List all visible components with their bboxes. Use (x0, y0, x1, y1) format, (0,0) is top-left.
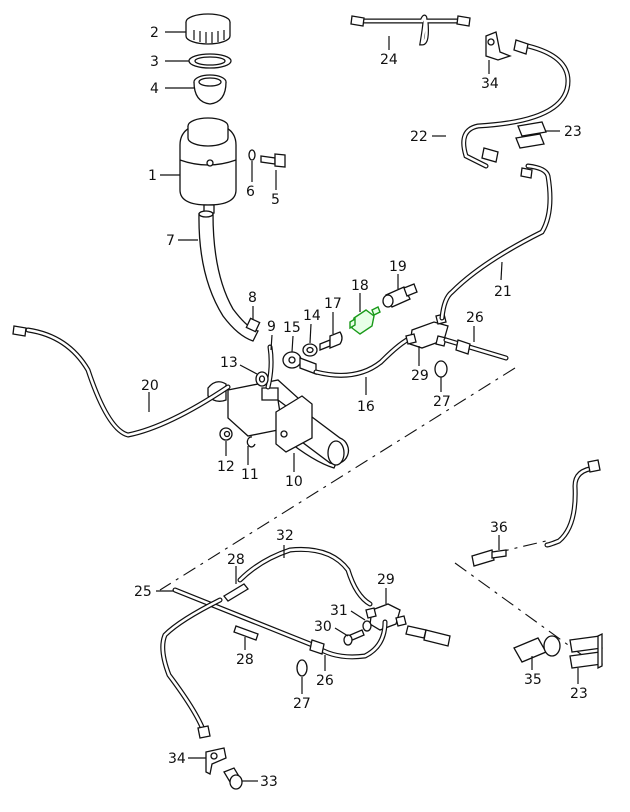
washer-11[interactable] (246, 436, 256, 448)
feed-tube-9[interactable] (265, 344, 274, 390)
label-part-2: 2 (150, 25, 159, 41)
label-part-9: 9 (267, 319, 276, 335)
label-part-18: 18 (351, 278, 369, 294)
brake-line-25[interactable] (172, 587, 318, 649)
label-part-11: 11 (241, 467, 259, 483)
bleeder-36[interactable] (471, 549, 507, 567)
protective-sleeve-28-upper[interactable] (223, 583, 249, 602)
bracket-34-lower[interactable] (205, 747, 227, 775)
label-part-22: 22 (410, 129, 428, 145)
label-part-1: 1 (148, 168, 157, 184)
label-part-17: 17 (324, 296, 342, 312)
t-fitting-29-upper[interactable] (405, 313, 449, 349)
master-cylinder[interactable] (207, 379, 350, 469)
spring-clip-23-lower[interactable] (569, 632, 603, 670)
brake-hose-22[interactable] (461, 39, 571, 169)
label-part-34-upper: 34 (481, 76, 499, 92)
label-part-36: 36 (490, 520, 508, 536)
label-part-32: 32 (276, 528, 294, 544)
washer-6[interactable] (248, 149, 256, 161)
label-part-19: 19 (389, 259, 407, 275)
union-nut-26-upper[interactable] (443, 337, 509, 361)
bracket-34-upper[interactable] (485, 31, 512, 61)
washer-31[interactable] (362, 620, 372, 632)
clip-27-upper[interactable] (434, 360, 448, 378)
label-part-26-lower: 26 (316, 673, 334, 689)
strainer-insert[interactable] (193, 74, 227, 105)
brake-line-21[interactable] (439, 163, 553, 321)
label-part-20: 20 (141, 378, 159, 394)
reservoir-cap[interactable] (185, 13, 231, 45)
sealing-washer-13[interactable] (255, 371, 269, 387)
bolt-30[interactable] (343, 629, 365, 646)
label-part-7: 7 (166, 233, 175, 249)
label-part-29-lower: 29 (377, 572, 395, 588)
seal-ring[interactable] (188, 53, 232, 69)
brake-line-16[interactable] (313, 335, 414, 378)
callouts: 2 3 4 1 6 5 7 8 9 15 14 17 18 19 13 20 1… (134, 25, 588, 790)
label-part-27-upper: 27 (433, 394, 451, 410)
brake-line-24[interactable] (350, 14, 471, 46)
brake-line-20[interactable] (12, 325, 231, 438)
banjo-fitting-15[interactable] (282, 351, 317, 375)
label-part-35: 35 (524, 672, 542, 688)
brake-light-switch-18[interactable] (349, 306, 381, 335)
brake-line-32[interactable] (237, 546, 373, 607)
label-part-21: 21 (494, 284, 512, 300)
washer-14[interactable] (302, 343, 318, 357)
label-part-12: 12 (217, 459, 235, 475)
label-part-23-lower: 23 (570, 686, 588, 702)
label-part-23-upper: 23 (564, 124, 582, 140)
label-part-24: 24 (380, 52, 398, 68)
hose-clamp-8[interactable] (245, 317, 261, 333)
label-part-8: 8 (248, 290, 257, 306)
label-part-3: 3 (150, 54, 159, 70)
reference-line-upper (159, 367, 516, 591)
banjo-bolt-17[interactable] (319, 331, 343, 351)
boot-19[interactable] (382, 283, 418, 308)
label-part-10: 10 (285, 474, 303, 490)
label-part-33: 33 (260, 774, 278, 790)
union-33[interactable] (223, 767, 243, 790)
connector-35[interactable] (513, 635, 561, 663)
label-part-28-lower: 28 (236, 652, 254, 668)
label-part-6: 6 (246, 184, 255, 200)
nut-12[interactable] (219, 427, 233, 441)
label-part-25: 25 (134, 584, 152, 600)
brake-line-lower-left[interactable] (160, 597, 223, 739)
label-part-27-lower: 27 (293, 696, 311, 712)
bolt-5[interactable] (260, 153, 286, 168)
reference-line-lower (454, 562, 583, 656)
label-part-5: 5 (271, 192, 280, 208)
spring-clip-23-upper[interactable] (515, 121, 547, 149)
label-part-28-upper: 28 (227, 552, 245, 568)
protective-sleeve-28-lower[interactable] (233, 625, 259, 641)
label-part-14: 14 (303, 308, 321, 324)
hose-fitting-lower[interactable] (405, 625, 451, 647)
label-part-29-upper: 29 (411, 368, 429, 384)
union-nut-26-lower[interactable] (309, 639, 325, 655)
label-part-30: 30 (314, 619, 332, 635)
clip-27-lower[interactable] (296, 659, 308, 677)
fluid-reservoir[interactable] (179, 117, 237, 214)
label-part-4: 4 (150, 81, 159, 97)
label-part-15: 15 (283, 320, 301, 336)
brake-line-26-lower-run[interactable] (312, 619, 388, 660)
brake-line-lower-right[interactable] (544, 459, 601, 548)
label-part-31: 31 (330, 603, 348, 619)
label-part-26-upper: 26 (466, 310, 484, 326)
label-part-16: 16 (357, 399, 375, 415)
reservoir-hose[interactable] (198, 210, 259, 342)
label-part-34-lower: 34 (168, 751, 186, 767)
label-part-13: 13 (220, 355, 238, 371)
